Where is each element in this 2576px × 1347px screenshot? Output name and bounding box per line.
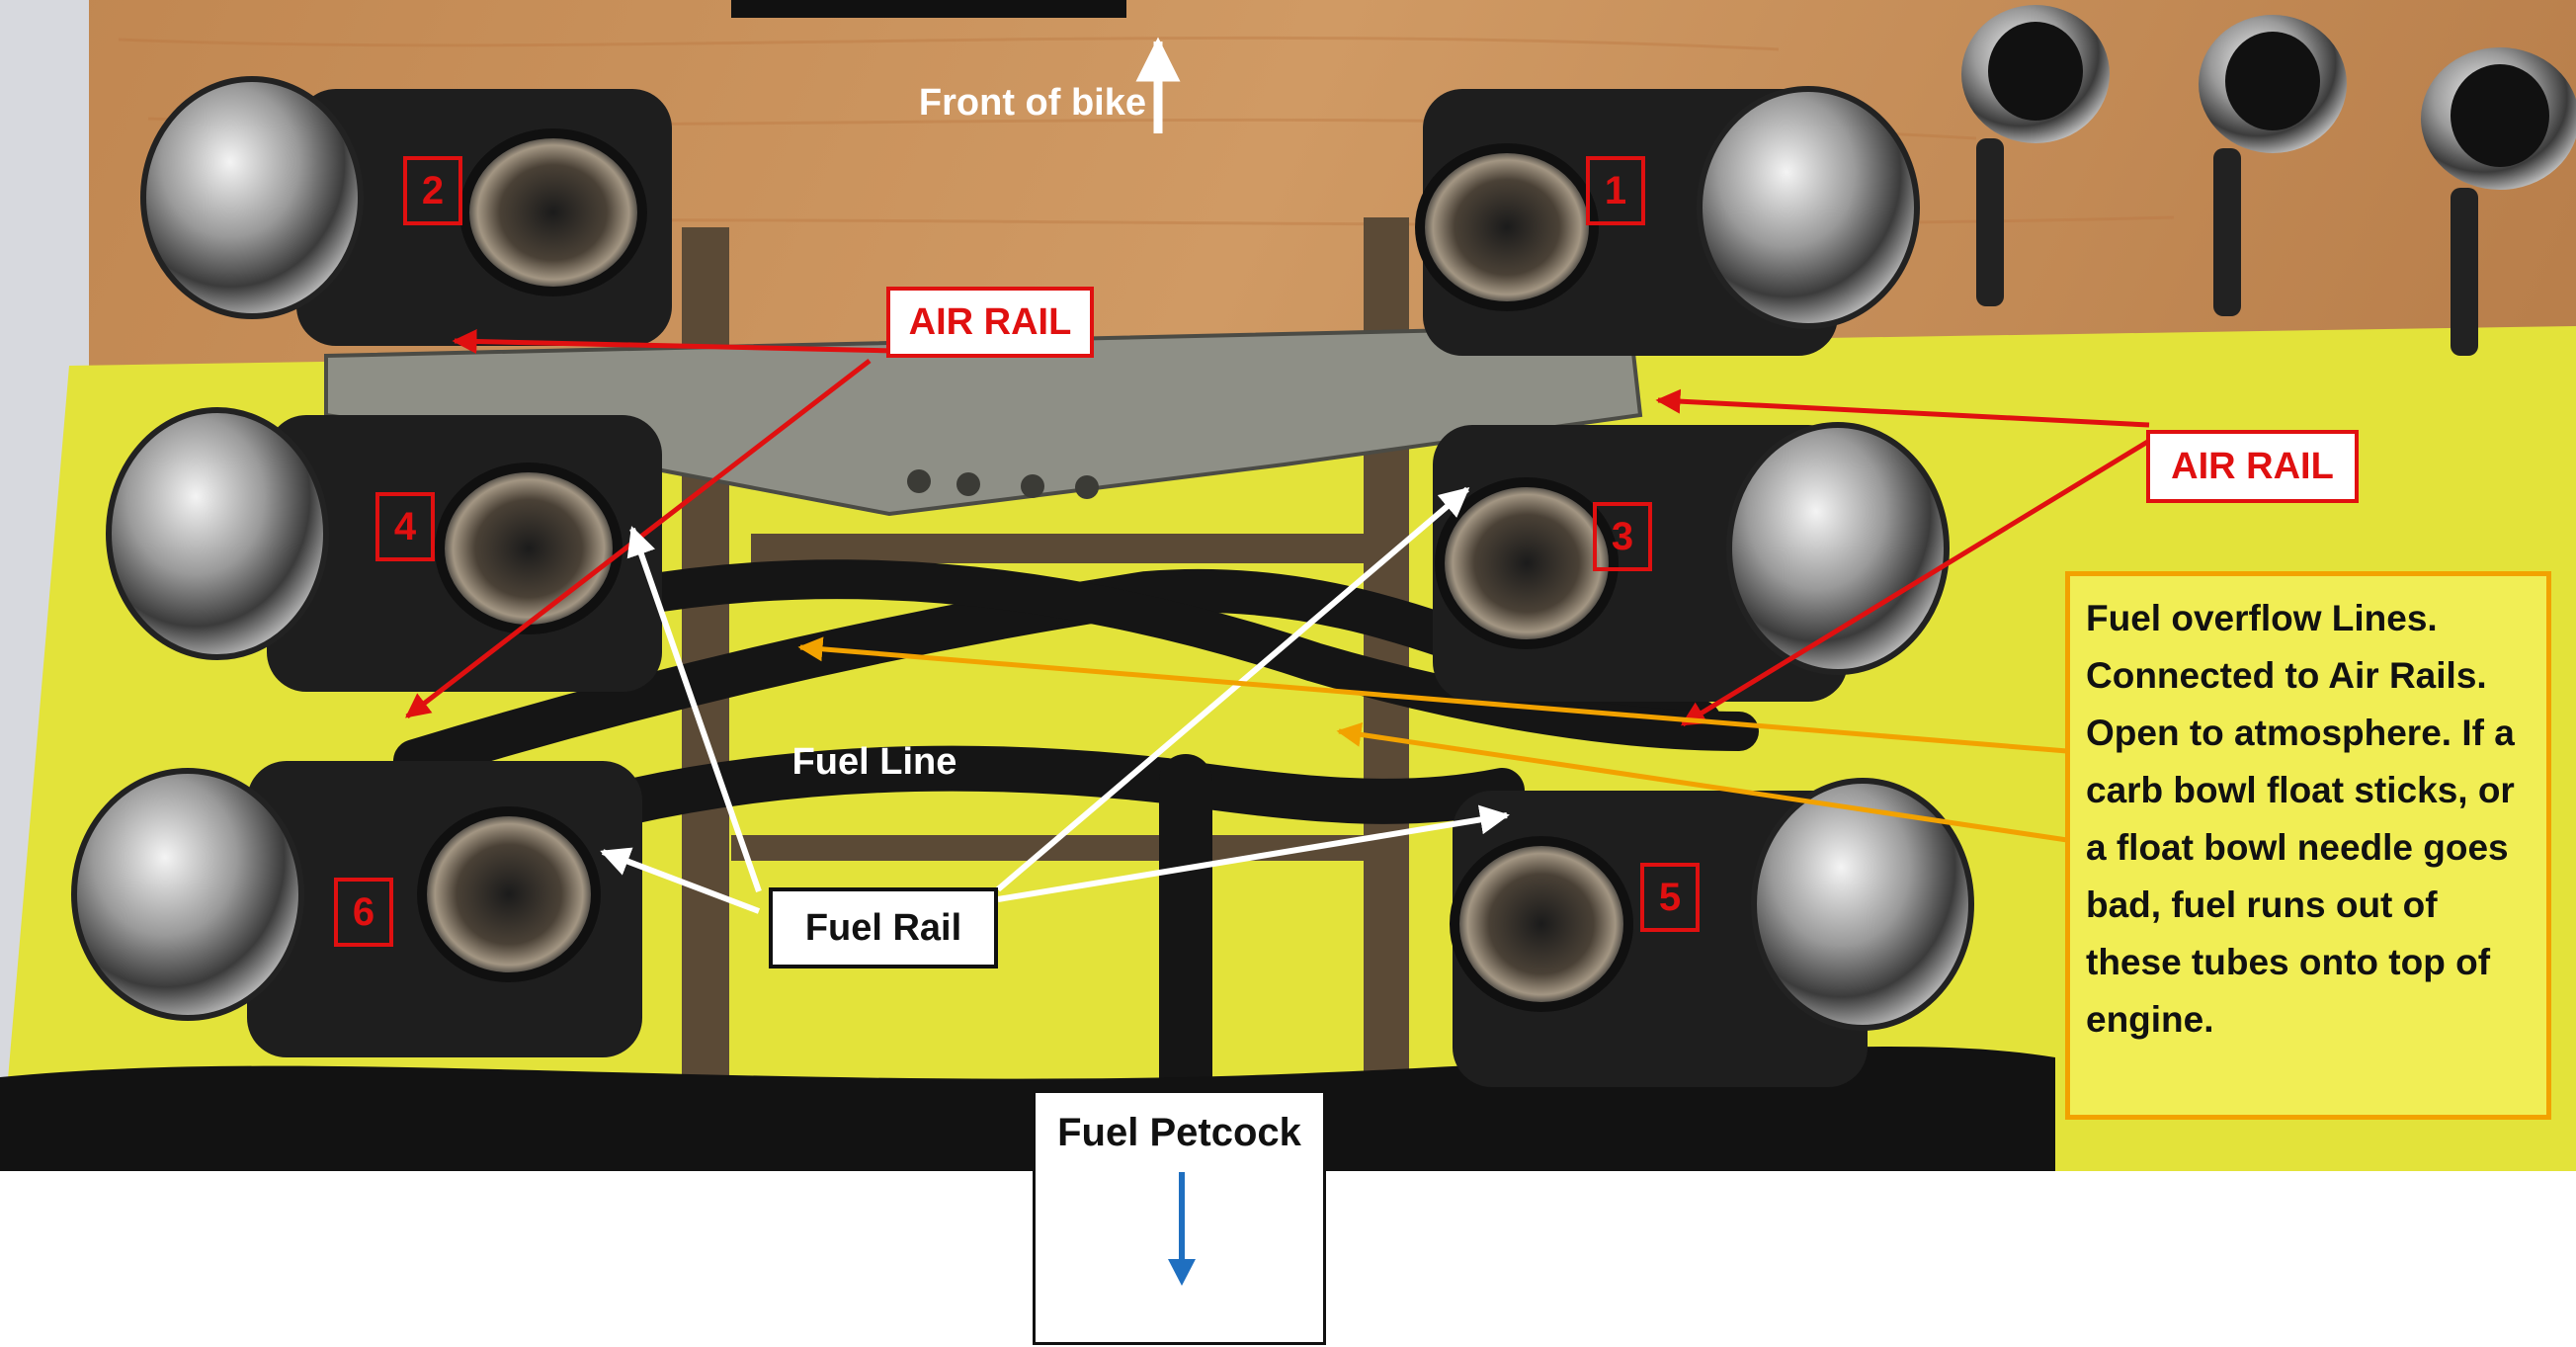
carb-number-3: 3 bbox=[1593, 502, 1652, 571]
carb-number-1: 1 bbox=[1586, 156, 1645, 225]
air-rail-arrow-right-down bbox=[1680, 432, 2161, 727]
carb-right-mid bbox=[1433, 422, 1950, 702]
carb-right-bottom bbox=[1450, 778, 1974, 1087]
fuel-rail-arrow-4 bbox=[997, 804, 1510, 902]
air-rail-arrow-right-top bbox=[1655, 388, 2150, 428]
carb-number-5: 5 bbox=[1640, 863, 1700, 932]
fuel-rail-arrow-3 bbox=[996, 486, 1470, 892]
carb-number-4: 4 bbox=[375, 492, 435, 561]
air-rail-arrow-left-top bbox=[452, 329, 895, 355]
fuel-rail-arrow-1 bbox=[600, 847, 761, 914]
carb-right-top bbox=[1415, 86, 1920, 356]
fuel-overflow-note: Fuel overflow Lines. Connected to Air Ra… bbox=[2065, 571, 2551, 1120]
carb-number-2: 2 bbox=[403, 156, 462, 225]
overflow-arrow-1 bbox=[797, 636, 2068, 754]
spare-intake-boots bbox=[1961, 5, 2576, 356]
air-rail-label-right: AIR RAIL bbox=[2146, 430, 2359, 503]
carburetor-bank-photo bbox=[0, 0, 2576, 1171]
overflow-arrow-2 bbox=[1336, 721, 2068, 843]
fuel-rail-label: Fuel Rail bbox=[769, 887, 998, 968]
fuel-line-label: Fuel Line bbox=[791, 740, 957, 783]
carb-left-bottom bbox=[71, 761, 642, 1057]
carb-left-top bbox=[140, 76, 672, 346]
carb-left-mid bbox=[106, 407, 662, 692]
fuel-petcock-label: Fuel Petcock bbox=[1057, 1111, 1301, 1154]
carb-number-6: 6 bbox=[334, 878, 393, 947]
petcock-down-arrow bbox=[1168, 1172, 1196, 1286]
fuel-rail-arrow-2 bbox=[626, 526, 762, 892]
air-rail-label-left: AIR RAIL bbox=[886, 287, 1094, 358]
front-of-bike-label: Front of bike bbox=[918, 81, 1146, 124]
fuel-petcock-box: Fuel Petcock bbox=[1033, 1090, 1326, 1345]
